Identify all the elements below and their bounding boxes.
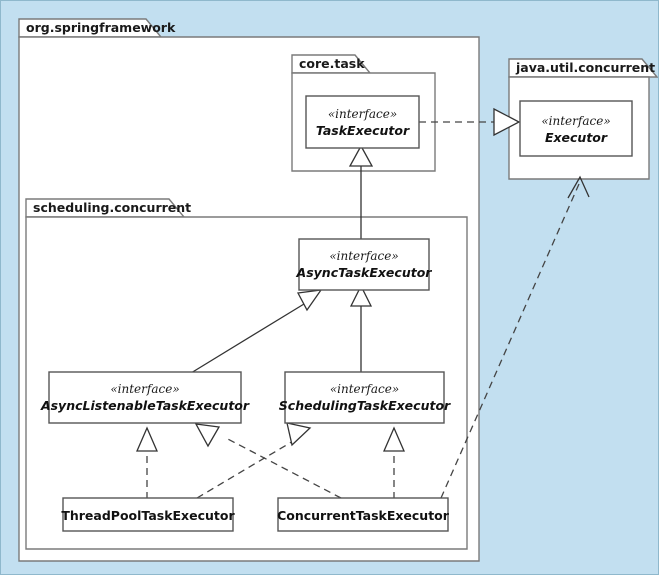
- package-label-org-springframework: org.springframework: [26, 20, 176, 35]
- relation-concurrent-realizes-asynclistenable: [194, 423, 342, 499]
- class-thread-pool-task-executor[interactable]: ThreadPoolTaskExecutor: [61, 497, 235, 532]
- class-name-executor: Executor: [545, 130, 608, 145]
- class-box-task-executor: [305, 95, 420, 149]
- class-executor[interactable]: «interface» Executor: [519, 100, 633, 157]
- class-name-thread-pool-task-executor: ThreadPoolTaskExecutor: [61, 508, 235, 523]
- relation-concurrent-realizes-scheduling: [383, 426, 405, 499]
- class-stereotype-executor: «interface»: [541, 114, 610, 128]
- class-stereotype-task-executor: «interface»: [328, 107, 397, 121]
- class-name-async-task-executor: AsyncTaskExecutor: [296, 265, 433, 280]
- relation-schedulingtaskexecutor-extends-asynctaskexecutor: [349, 284, 373, 373]
- class-name-async-listenable-task-executor: AsyncListenableTaskExecutor: [40, 398, 250, 413]
- class-name-scheduling-task-executor: SchedulingTaskExecutor: [279, 398, 451, 413]
- class-name-task-executor: TaskExecutor: [316, 123, 410, 138]
- class-stereotype-scheduling-task-executor: «interface»: [330, 382, 399, 396]
- class-async-listenable-task-executor[interactable]: «interface» AsyncListenableTaskExecutor: [40, 371, 250, 424]
- class-box-scheduling-task-executor: [284, 371, 445, 424]
- class-name-concurrent-task-executor: ConcurrentTaskExecutor: [277, 508, 450, 523]
- class-stereotype-async-listenable-task-executor: «interface»: [110, 382, 179, 396]
- class-async-task-executor[interactable]: «interface» AsyncTaskExecutor: [296, 238, 433, 291]
- class-task-executor[interactable]: «interface» TaskExecutor: [305, 95, 420, 149]
- class-box-thread-pool-task-executor: [62, 497, 234, 532]
- relation-threadpool-realizes-asynclistenable: [136, 426, 158, 499]
- class-box-concurrent-task-executor: [277, 497, 449, 532]
- package-tab-java-util-concurrent: [508, 58, 658, 78]
- class-box-async-listenable-task-executor: [48, 371, 242, 424]
- relation-threadpool-realizes-scheduling: [196, 422, 312, 499]
- relation-concurrent-depends-executor: [440, 175, 590, 499]
- class-concurrent-task-executor[interactable]: ConcurrentTaskExecutor: [277, 497, 450, 532]
- relation-asynclistenable-extends-asynctaskexecutor: [190, 289, 323, 374]
- relation-taskexecutor-realizes-executor: [419, 107, 521, 137]
- class-stereotype-async-task-executor: «interface»: [329, 249, 398, 263]
- class-box-executor: [519, 100, 633, 157]
- class-scheduling-task-executor[interactable]: «interface» SchedulingTaskExecutor: [279, 371, 451, 424]
- package-label-core-task: core.task: [299, 56, 365, 71]
- relation-asynctaskexecutor-extends-taskexecutor: [348, 144, 374, 239]
- class-box-async-task-executor: [298, 238, 430, 291]
- package-label-scheduling-concurrent: scheduling.concurrent: [33, 200, 191, 215]
- package-label-java-util-concurrent: java.util.concurrent: [515, 60, 655, 75]
